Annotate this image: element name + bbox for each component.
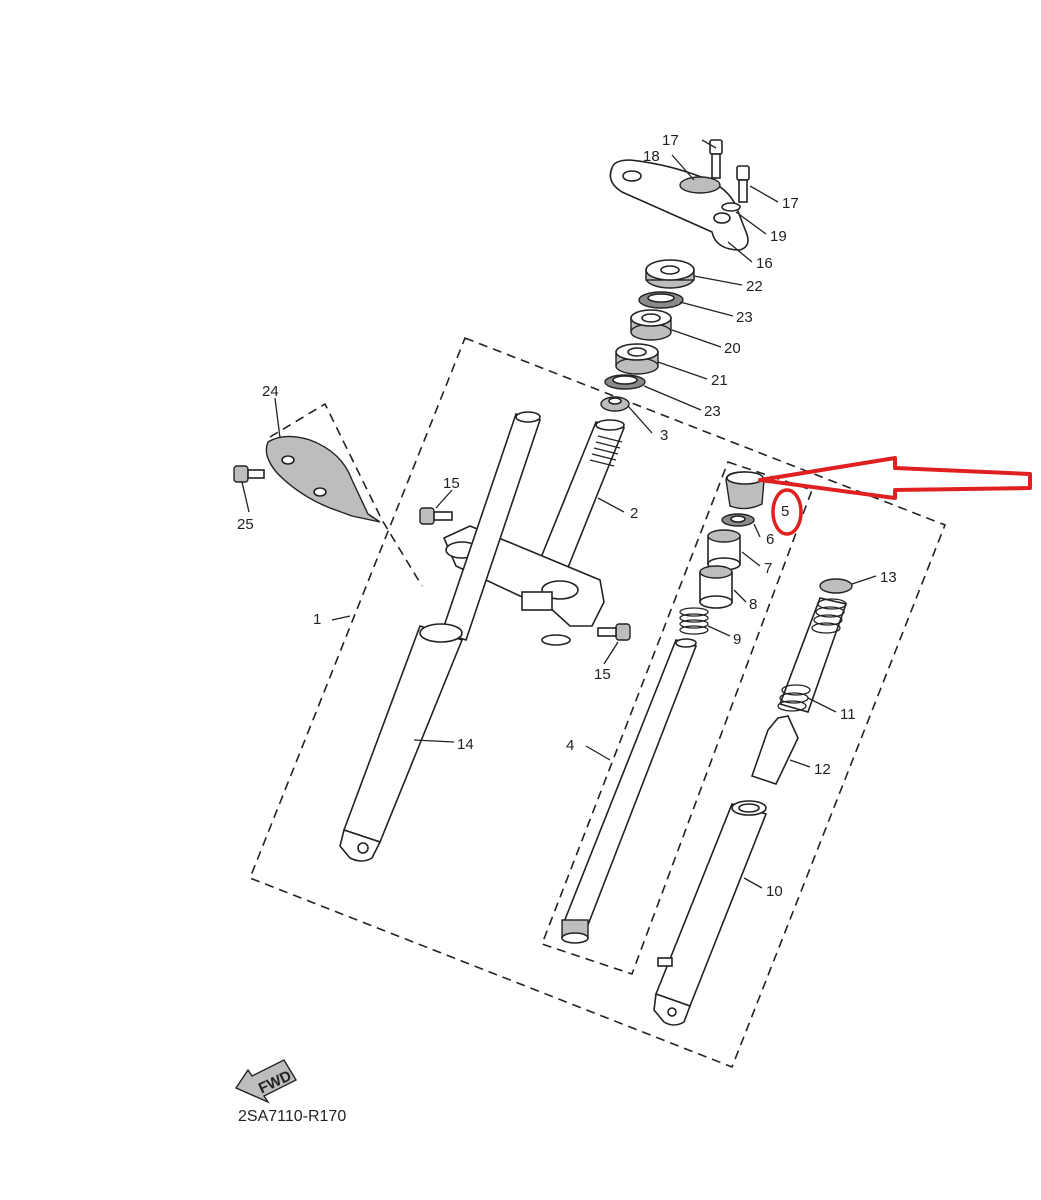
bolt-15-upper bbox=[419, 507, 453, 525]
callout-14: 14 bbox=[457, 736, 474, 753]
fwd-arrow-icon: FWD bbox=[234, 1059, 297, 1104]
inner-tube-4 bbox=[561, 638, 698, 944]
spacer-12 bbox=[750, 715, 799, 785]
cap-13 bbox=[819, 578, 853, 594]
callout-24: 24 bbox=[262, 383, 279, 400]
callout-4: 4 bbox=[566, 737, 574, 754]
ring-nut-22 bbox=[645, 259, 695, 289]
collar-7 bbox=[707, 529, 741, 571]
callout-6: 6 bbox=[766, 531, 774, 548]
callout-15-lower: 15 bbox=[594, 666, 611, 683]
assembly-4-boundary bbox=[540, 460, 814, 976]
callout-17-upper: 17 bbox=[662, 132, 679, 149]
callout-labels: 1 2 3 4 5 6 7 8 9 10 11 12 13 14 15 15 1… bbox=[237, 132, 897, 900]
callout-13: 13 bbox=[880, 569, 897, 586]
callout-5: 5 bbox=[781, 503, 789, 520]
bolt-25 bbox=[233, 465, 265, 483]
fork-spring-11 bbox=[777, 597, 848, 713]
callout-2: 2 bbox=[630, 505, 638, 522]
highlight-annotation bbox=[758, 456, 1032, 536]
callout-3: 3 bbox=[660, 427, 668, 444]
callout-21: 21 bbox=[711, 372, 728, 389]
callout-8: 8 bbox=[749, 596, 757, 613]
seal-3 bbox=[600, 396, 630, 412]
assembly-1-boundary bbox=[248, 336, 947, 1069]
collar-8 bbox=[699, 565, 733, 609]
outer-tube-14 bbox=[339, 411, 542, 862]
cover-24 bbox=[265, 435, 381, 523]
callout-23-lower: 23 bbox=[704, 403, 721, 420]
outer-tube-10 bbox=[653, 800, 768, 1026]
callout-23-upper: 23 bbox=[736, 309, 753, 326]
bolt-15-lower bbox=[597, 623, 631, 641]
callout-18: 18 bbox=[643, 148, 660, 165]
callout-1: 1 bbox=[313, 611, 321, 628]
bearing-20 bbox=[630, 309, 672, 341]
ball-race-23-lower bbox=[604, 374, 646, 390]
callout-20: 20 bbox=[724, 340, 741, 357]
highlight-arrow-icon bbox=[758, 456, 1032, 500]
highlight-circle bbox=[771, 488, 803, 536]
steering-stem bbox=[538, 419, 626, 572]
spring-9 bbox=[679, 607, 709, 635]
callout-10: 10 bbox=[766, 883, 783, 900]
plate-18 bbox=[679, 176, 721, 194]
callout-25: 25 bbox=[237, 516, 254, 533]
callout-22: 22 bbox=[746, 278, 763, 295]
callout-12: 12 bbox=[814, 761, 831, 778]
part-24-leader-box bbox=[269, 402, 423, 587]
bolt-17-left bbox=[709, 139, 723, 179]
washer-19 bbox=[721, 202, 741, 212]
callout-9: 9 bbox=[733, 631, 741, 648]
leader-lines bbox=[241, 139, 877, 889]
callout-17-right: 17 bbox=[782, 195, 799, 212]
callout-7: 7 bbox=[764, 560, 772, 577]
diagram-code: 2SA7110-R170 bbox=[238, 1108, 346, 1125]
callout-11: 11 bbox=[840, 706, 856, 723]
callout-19: 19 bbox=[770, 228, 787, 245]
bearing-21 bbox=[615, 343, 659, 375]
cap-5 bbox=[725, 471, 765, 510]
handlebar-holder bbox=[609, 159, 749, 251]
callout-15-upper: 15 bbox=[443, 475, 460, 492]
bolt-17-right bbox=[736, 165, 750, 203]
washer-6 bbox=[721, 513, 755, 527]
callout-16: 16 bbox=[756, 255, 773, 272]
ball-race-23-upper bbox=[638, 291, 684, 309]
